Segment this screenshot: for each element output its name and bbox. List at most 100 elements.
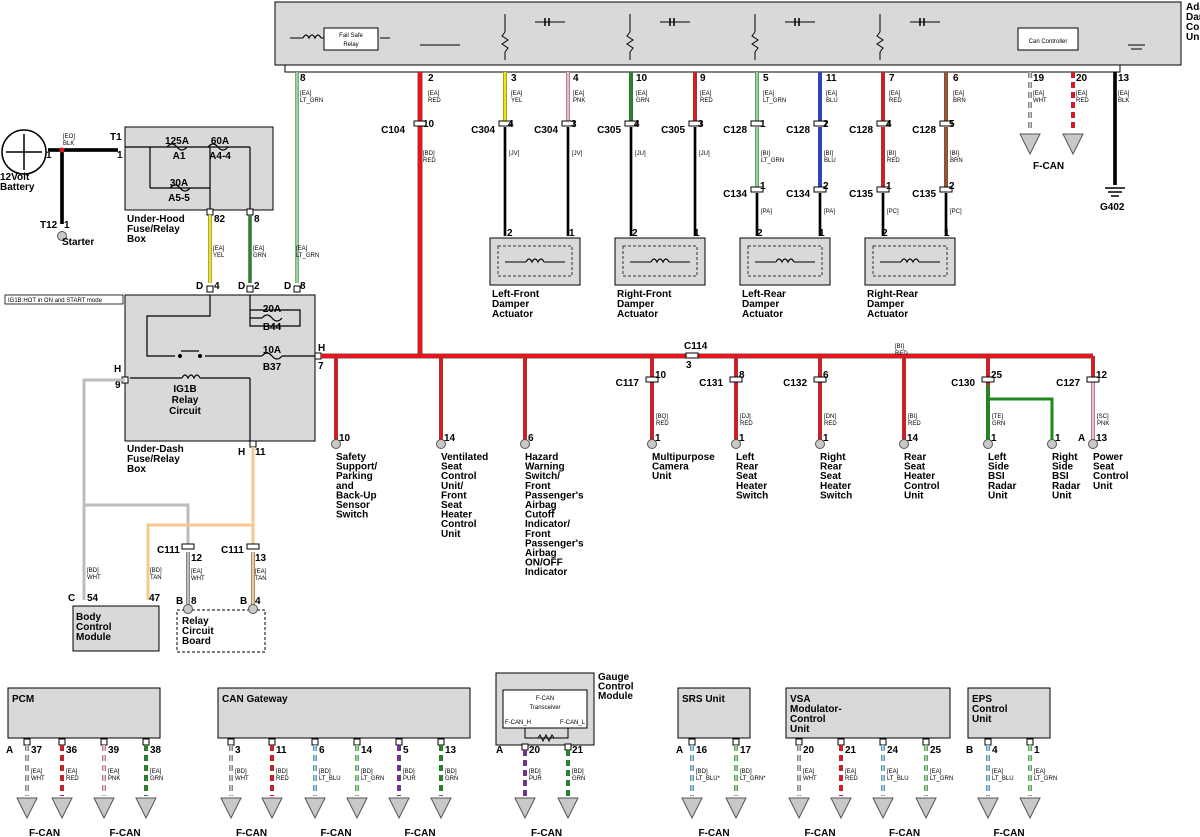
under-hood-label: Box: [127, 234, 146, 245]
wire-code: [SC]: [1097, 414, 1109, 420]
load-label: Seat: [904, 462, 926, 473]
load-pin: 14: [907, 433, 919, 444]
module-pin: 14: [361, 745, 373, 756]
wire-code: [EA]: [31, 769, 43, 775]
under-dash-pin: 7: [318, 361, 324, 372]
load-label: Left: [736, 452, 755, 463]
wire-code: RED: [845, 776, 858, 782]
internal-resistor: [751, 31, 759, 53]
load-pin: 1: [1055, 433, 1061, 444]
load-label: Control: [904, 481, 940, 492]
f-can-label: F-CAN: [29, 828, 60, 837]
wire-code: [EA]: [66, 769, 78, 775]
module-label: EPS: [972, 694, 992, 705]
can-arrow: [51, 797, 73, 820]
can-arrow: [872, 797, 894, 820]
wire-code: [BD]: [235, 769, 247, 775]
can-arrow: [93, 797, 115, 820]
wire-code: [BD]: [150, 568, 162, 574]
wire-code: PNK: [573, 98, 585, 104]
wire-code: [EA]: [573, 91, 585, 97]
load-pin: 14: [444, 433, 456, 444]
load-pin: 1: [823, 433, 829, 444]
relay-contact: [178, 354, 182, 358]
rcb-pin: 4: [255, 596, 261, 607]
wire-code: LT_GRN: [296, 253, 319, 259]
wire-code: TAN: [255, 576, 267, 582]
under-dash-label: Fuse/Relay: [127, 454, 180, 465]
actuator-pin: 2: [757, 228, 763, 239]
battery-label: Battery: [0, 182, 35, 193]
wire-code: [EA]: [150, 769, 162, 775]
module-label: Modulator-: [790, 704, 842, 715]
pin-box: [395, 738, 403, 746]
wire-code: [EA]: [296, 246, 308, 252]
connector-pin: 5: [949, 119, 955, 130]
damper-actuator-box: [739, 237, 831, 286]
wire-code: [EA]: [930, 769, 942, 775]
load-label: Indicator/: [525, 519, 570, 530]
load-pin: 1: [739, 433, 745, 444]
load-label: Seat: [1093, 462, 1115, 473]
f-can-label: F-CAN: [404, 828, 435, 837]
wire-code: [EA]: [845, 769, 857, 775]
can-arrow: [977, 797, 999, 820]
module-pin: 1: [1034, 745, 1040, 756]
adaptive-damper-title: Adaptive: [1186, 2, 1200, 13]
load-label: Switch/: [525, 471, 560, 482]
top-pin-label: 19: [1033, 73, 1045, 84]
wire-code: [TE]: [992, 414, 1003, 420]
connector-pin: 25: [991, 370, 1003, 381]
load-label: Passenger's: [525, 538, 584, 549]
transceiver-label: F-CAN: [536, 696, 554, 702]
actuator-pin: 1: [819, 228, 825, 239]
rcb-label: Relay: [182, 616, 209, 627]
wire-code: BRN: [950, 158, 963, 164]
load-label: Rear: [736, 462, 758, 473]
module-pin: 16: [696, 745, 708, 756]
load-label: Seat: [820, 471, 842, 482]
load-label: Warning: [525, 462, 565, 473]
c134-c135-connector: [939, 186, 953, 193]
wire-code: LT_BLU*: [696, 776, 721, 782]
load-pin: 1: [655, 433, 661, 444]
load-label: Unit: [441, 529, 461, 540]
connector-pin: 8: [739, 370, 745, 381]
f-can-label: F-CAN: [531, 828, 562, 837]
wire-code: [PA]: [824, 209, 835, 215]
wire-code: LT_BLU: [887, 776, 909, 782]
pin-box: [311, 738, 319, 746]
load-terminal: [1088, 439, 1098, 449]
wire-code: LT_BLU: [992, 776, 1014, 782]
wire-code: [PC]: [887, 209, 899, 215]
damper-actuator-label: Actuator: [492, 309, 533, 320]
connector-label: C111: [157, 545, 180, 556]
fuse-label: A4-4: [209, 151, 231, 162]
pin-box: [293, 285, 301, 293]
load-label: Side: [988, 462, 1010, 473]
wire-code: [BI]: [950, 151, 959, 157]
c134-c135-connector: [876, 186, 890, 193]
load-terminal: [436, 439, 446, 449]
connector-pin: 1: [886, 181, 892, 192]
battery-pin: 1: [46, 150, 52, 161]
connector-label: C114: [684, 341, 708, 352]
can-arrow: [346, 797, 368, 820]
body-control-module: [72, 605, 160, 652]
actuator-pin: 2: [507, 228, 513, 239]
starter-label: Starter: [62, 237, 94, 248]
connector-label: C128: [786, 125, 810, 136]
pin-box: [521, 743, 529, 751]
rcb-pin: 8: [191, 596, 197, 607]
wire-code: [EA]: [992, 769, 1004, 775]
load-label: Heater: [820, 481, 851, 492]
module-conn: A: [6, 745, 13, 756]
fuse-60a: [207, 143, 229, 151]
c114-connector: [685, 352, 699, 359]
wire-code: [EA]: [191, 569, 203, 575]
module-pin: 21: [572, 745, 584, 756]
wire-code: [JV]: [572, 151, 583, 157]
wire-code: [EA]: [763, 91, 775, 97]
load-terminal: [899, 439, 909, 449]
wire-code: RED: [656, 421, 669, 427]
